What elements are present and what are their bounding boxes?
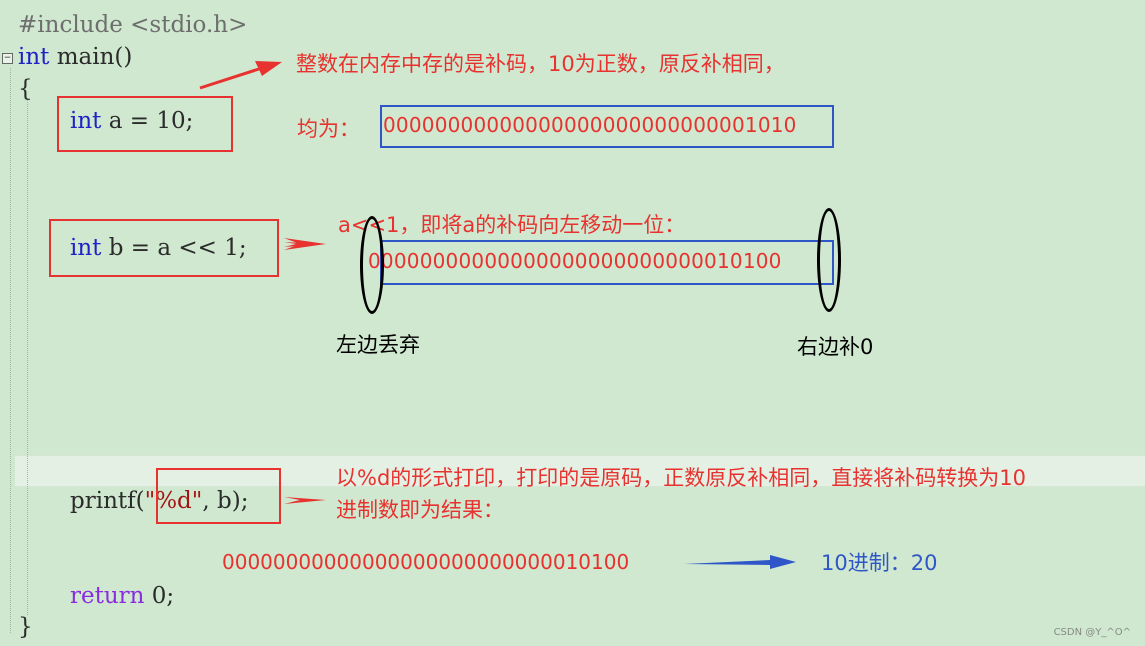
watermark: CSDN @Y_^O^ (1053, 627, 1131, 638)
highlight-box-int-a (57, 96, 233, 152)
printf-args: , b); (202, 488, 249, 514)
line-int-b: int b = a << 1; (70, 235, 247, 261)
line-return: return 0; (70, 583, 174, 609)
note-equal: 均为： (297, 117, 360, 141)
int-keyword: int (18, 44, 50, 70)
indent-guide (27, 100, 28, 615)
include-line: #include <stdio.h> (18, 12, 248, 38)
line-printf: printf("%d", b); (70, 488, 248, 514)
arrow-to-shift-note (284, 238, 326, 250)
right-fill-ellipse (817, 208, 841, 312)
binary-10-box (380, 105, 834, 148)
highlight-box-int-b (49, 219, 279, 277)
indent-guide (10, 68, 11, 633)
decimal-result: 10进制：20 (821, 551, 938, 575)
right-fill-label: 右边补0 (797, 335, 874, 359)
note-print-line2: 进制数即为结果： (336, 498, 504, 522)
line-b-text: b = a << 1; (101, 235, 247, 261)
main-text: main() (49, 44, 133, 70)
binary-10-value: 00000000000000000000000000001010 (383, 113, 797, 137)
note-complement: 整数在内存中存的是补码，10为正数，原反补相同， (296, 52, 785, 76)
close-brace: } (18, 614, 33, 640)
arrow-to-decimal-result (684, 555, 796, 569)
line-int-a: int a = 10; (70, 108, 193, 134)
left-discard-label: 左边丢弃 (336, 333, 420, 357)
line-a-text: a = 10; (101, 108, 194, 134)
int-keyword: int (70, 108, 102, 134)
note-print-line1: 以%d的形式打印，打印的是原码，正数原反补相同，直接将补码转换为10 (336, 466, 1027, 490)
current-line-highlight (15, 455, 1145, 487)
int-keyword: int (70, 235, 102, 261)
left-discard-ellipse (360, 216, 384, 314)
fold-toggle-icon[interactable]: − (2, 53, 13, 64)
printf-call: printf( (70, 488, 145, 514)
arrow-to-print-note (284, 497, 326, 504)
return-value: 0; (144, 583, 175, 609)
open-brace: { (18, 76, 33, 102)
format-string: "%d" (144, 488, 203, 514)
binary-shifted-value: 00000000000000000000000000010100 (368, 249, 782, 273)
return-keyword: return (70, 583, 145, 609)
binary-result-value: 00000000000000000000000000010100 (222, 550, 630, 574)
highlight-box-format (156, 468, 281, 524)
main-signature: int main() (18, 44, 132, 70)
note-shift: a<<1，即将a的补码向左移动一位： (338, 213, 686, 237)
arrow-to-complement-note (199, 61, 282, 90)
